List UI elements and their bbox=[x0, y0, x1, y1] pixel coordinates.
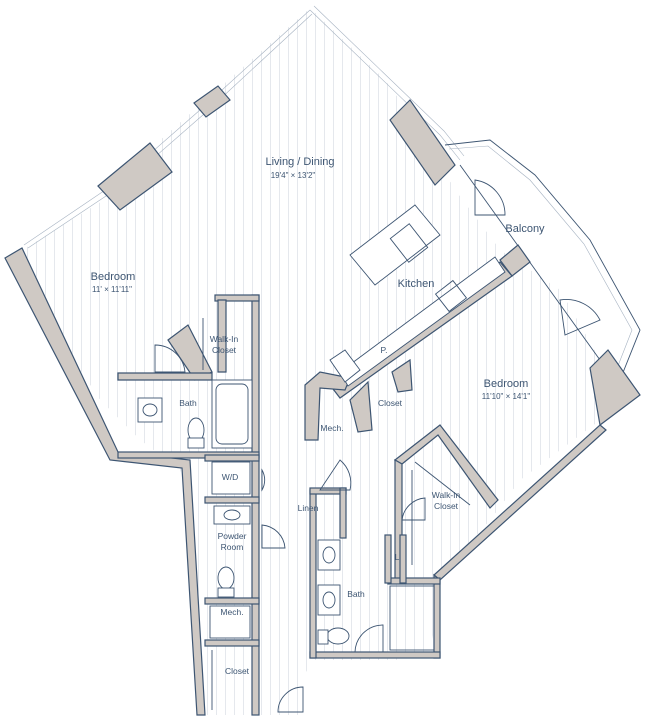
linen-l-label: L bbox=[395, 552, 400, 562]
living-dining-dims: 19'4" × 13'2" bbox=[271, 171, 316, 180]
powder-label-line2: Room bbox=[221, 542, 244, 552]
powder-label-line1: Powder bbox=[218, 531, 247, 541]
closet2-label: Closet bbox=[225, 666, 250, 676]
bath1-label: Bath bbox=[179, 398, 197, 408]
bedroom2-dims: 11'10" × 14'1" bbox=[482, 392, 531, 401]
kitchen-label: Kitchen bbox=[398, 278, 435, 290]
closet1-label: Closet bbox=[378, 398, 403, 408]
wd-label: W/D bbox=[222, 472, 239, 482]
walkin2-label-line2: Closet bbox=[434, 501, 459, 511]
bedroom1-dims: 11' × 11'11" bbox=[92, 285, 132, 294]
balcony-label: Balcony bbox=[505, 223, 545, 235]
exterior-window-lines bbox=[23, 5, 465, 249]
bedroom1-label: Bedroom bbox=[91, 271, 136, 283]
living-dining-label: Living / Dining bbox=[265, 156, 334, 168]
bath2-label: Bath bbox=[347, 589, 365, 599]
door-swings bbox=[154, 179, 601, 713]
fixtures bbox=[137, 204, 506, 710]
walkin1-label-line2: Closet bbox=[212, 345, 237, 355]
bedroom2-label: Bedroom bbox=[484, 378, 529, 390]
walkin2-label-line1: Walk-In bbox=[432, 490, 461, 500]
linen-label: Linen bbox=[298, 503, 319, 513]
pantry-label: P. bbox=[381, 345, 388, 355]
mech2-label: Mech. bbox=[220, 607, 243, 617]
walkin1-label-line1: Walk-In bbox=[210, 334, 239, 344]
mech1-label: Mech. bbox=[320, 423, 343, 433]
room-labels: Living / Dining 19'4" × 13'2" Bedroom 11… bbox=[91, 156, 545, 676]
